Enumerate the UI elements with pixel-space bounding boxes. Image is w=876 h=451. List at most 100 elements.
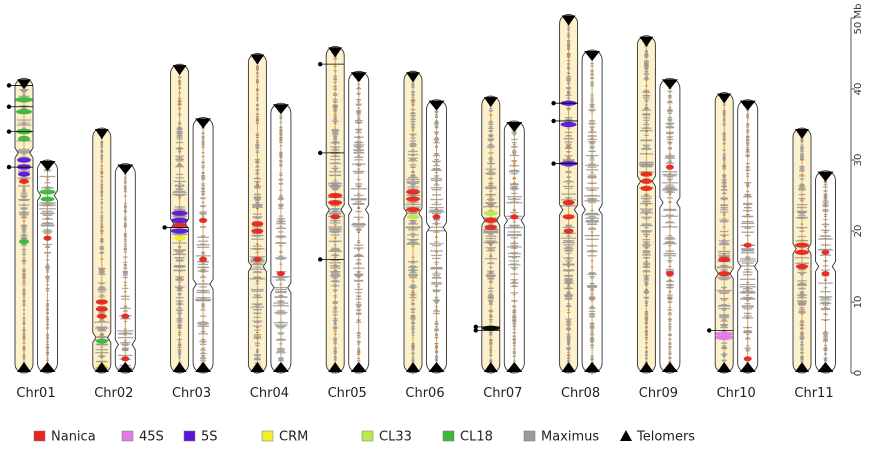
- marker-band: [95, 306, 108, 312]
- marker-band: [795, 242, 809, 248]
- marker-band: [199, 217, 208, 223]
- Chr10-alt-outline: [737, 99, 759, 374]
- marker-dot: [551, 101, 556, 106]
- Chr04-main: [247, 53, 267, 374]
- marker-band: [407, 214, 419, 220]
- marker-band: [715, 334, 734, 341]
- marker-band: [406, 196, 420, 202]
- telomere-bottom: [39, 362, 56, 372]
- marker-dot: [6, 129, 12, 134]
- marker-band: [821, 249, 830, 255]
- Chr02-main-outline: [92, 127, 112, 374]
- Chr08-alt: [581, 49, 603, 374]
- telomere-top: [94, 129, 109, 140]
- marker-band: [484, 224, 497, 231]
- Chr09-main-outline: [636, 35, 656, 374]
- marker-band: [406, 207, 420, 213]
- marker-band: [253, 256, 262, 262]
- Chr11-main: [792, 127, 812, 374]
- telomere-bottom: [94, 362, 109, 372]
- telomere-top: [584, 50, 601, 61]
- legend-swatch: [121, 430, 134, 442]
- telomere-top: [117, 164, 134, 175]
- marker-band: [121, 313, 130, 319]
- telomere-bottom: [639, 362, 654, 372]
- marker-band: [199, 256, 208, 262]
- marker-band: [406, 189, 420, 195]
- marker-band: [795, 249, 809, 255]
- scale-unit-label: 50 Mb: [853, 4, 864, 35]
- telomere-top: [428, 100, 445, 111]
- marker-band: [170, 228, 189, 234]
- scale-tick-label: 30: [853, 154, 864, 167]
- marker-band: [718, 256, 731, 262]
- marker-dot: [318, 150, 323, 156]
- telomere-bottom: [406, 362, 420, 372]
- marker-band: [665, 164, 674, 170]
- chromosome-label: Chr01: [16, 386, 55, 401]
- marker-band: [483, 210, 498, 216]
- legend-label: CL18: [460, 430, 493, 445]
- Chr05-main: [318, 45, 345, 374]
- Chr01-alt-outline: [37, 159, 58, 374]
- Chr08-main-outline: [559, 14, 579, 374]
- telomere-top: [195, 118, 212, 129]
- telomere-bottom: [483, 362, 498, 372]
- marker-band: [718, 271, 731, 277]
- telomers-legend-icon: [620, 430, 632, 441]
- Chr10-main: [707, 92, 734, 374]
- Chr04-main-outline: [247, 53, 267, 374]
- Chr07-main-outline: [481, 95, 501, 374]
- telomere-top: [739, 100, 756, 111]
- legend-label: Nanica: [51, 430, 96, 445]
- telomere-bottom: [506, 362, 523, 372]
- marker-band: [743, 356, 752, 362]
- Chr01-main: [6, 77, 34, 374]
- marker-band: [121, 356, 130, 362]
- marker-band: [432, 214, 441, 220]
- marker-dot: [707, 328, 712, 333]
- Chr04-alt: [270, 102, 292, 374]
- scale-tick-label: 0: [853, 370, 864, 376]
- telomere-top: [172, 65, 187, 76]
- telomere-bottom: [561, 362, 576, 372]
- Chr06-alt-outline: [426, 99, 447, 374]
- legend-label: 45S: [139, 430, 164, 445]
- telomere-top: [561, 15, 576, 26]
- marker-band: [19, 239, 29, 245]
- marker-band: [483, 217, 498, 223]
- marker-band: [40, 196, 55, 202]
- Chr06-alt: [426, 99, 447, 374]
- marker-band: [170, 217, 189, 223]
- Chr03-alt: [192, 116, 214, 374]
- marker-dot: [6, 83, 12, 88]
- Chr11-main-outline: [792, 127, 812, 374]
- marker-band: [96, 313, 107, 319]
- marker-dot: [6, 164, 12, 170]
- Chr05-alt-outline: [348, 70, 370, 374]
- marker-band: [821, 271, 830, 277]
- Chr03-main-outline: [170, 63, 190, 374]
- telomere-bottom: [250, 362, 265, 372]
- marker-band: [251, 228, 264, 234]
- scale-tick-label: 20: [853, 225, 864, 238]
- telomere-top: [272, 104, 289, 115]
- marker-band: [39, 189, 56, 195]
- chromosome-label: Chr07: [483, 386, 522, 401]
- telomere-bottom: [195, 362, 212, 372]
- marker-dot: [318, 257, 323, 262]
- telomere-bottom: [584, 362, 601, 372]
- telomere-bottom: [717, 362, 732, 372]
- Chr09-main: [636, 35, 656, 374]
- marker-band: [640, 171, 653, 177]
- chromosome-label: Chr10: [717, 386, 756, 401]
- legend-label: CRM: [279, 430, 308, 445]
- legend-swatch: [523, 430, 536, 442]
- marker-band: [330, 214, 341, 220]
- Chr02-alt-outline: [114, 163, 136, 374]
- chromosome-label: Chr06: [405, 386, 444, 401]
- marker-band: [171, 210, 188, 216]
- legend-swatch: [442, 430, 455, 442]
- marker-dot: [551, 161, 556, 166]
